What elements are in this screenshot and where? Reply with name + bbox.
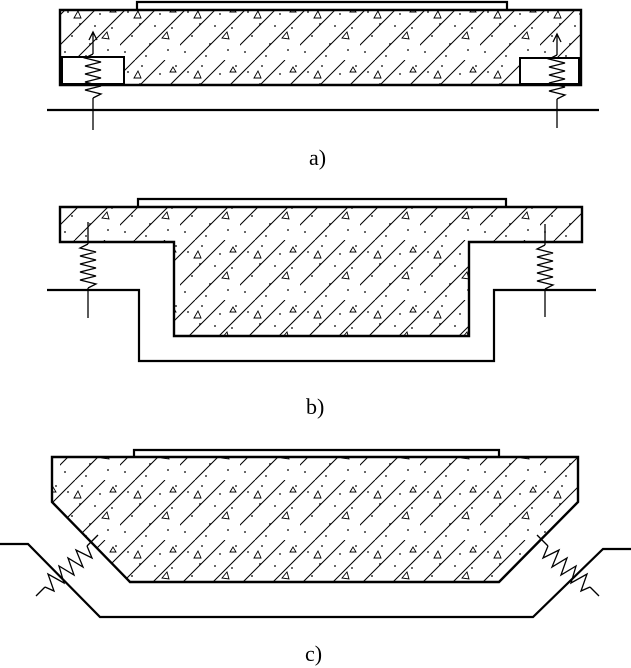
panel-b: b) bbox=[47, 197, 596, 419]
panel-a-right-spring-icon bbox=[547, 32, 567, 128]
panel-a-top-plate bbox=[135, 0, 509, 10]
panel-b-pit-outline bbox=[47, 288, 596, 363]
panel-b-right-spring-icon bbox=[535, 224, 555, 317]
panel-b-left-spring-icon bbox=[78, 222, 98, 318]
panel-c-block bbox=[50, 455, 580, 584]
panel-b-top-plate bbox=[136, 197, 508, 207]
panel-c: c) bbox=[0, 448, 631, 666]
panel-c-right-spring-icon bbox=[536, 534, 600, 597]
panel-a-right-pocket bbox=[519, 57, 580, 85]
panel-c-caption: c) bbox=[305, 641, 322, 666]
panel-c-top-plate bbox=[132, 448, 501, 457]
panel-c-pit-outline bbox=[0, 542, 631, 619]
panel-a-block bbox=[58, 8, 583, 87]
panel-a-caption: a) bbox=[309, 145, 326, 170]
panel-a: a) bbox=[47, 0, 599, 170]
panel-a-left-spring-icon bbox=[83, 30, 103, 130]
panel-b-caption: b) bbox=[306, 394, 324, 419]
panel-c-left-spring-icon bbox=[35, 534, 99, 597]
panel-b-block bbox=[58, 205, 584, 338]
